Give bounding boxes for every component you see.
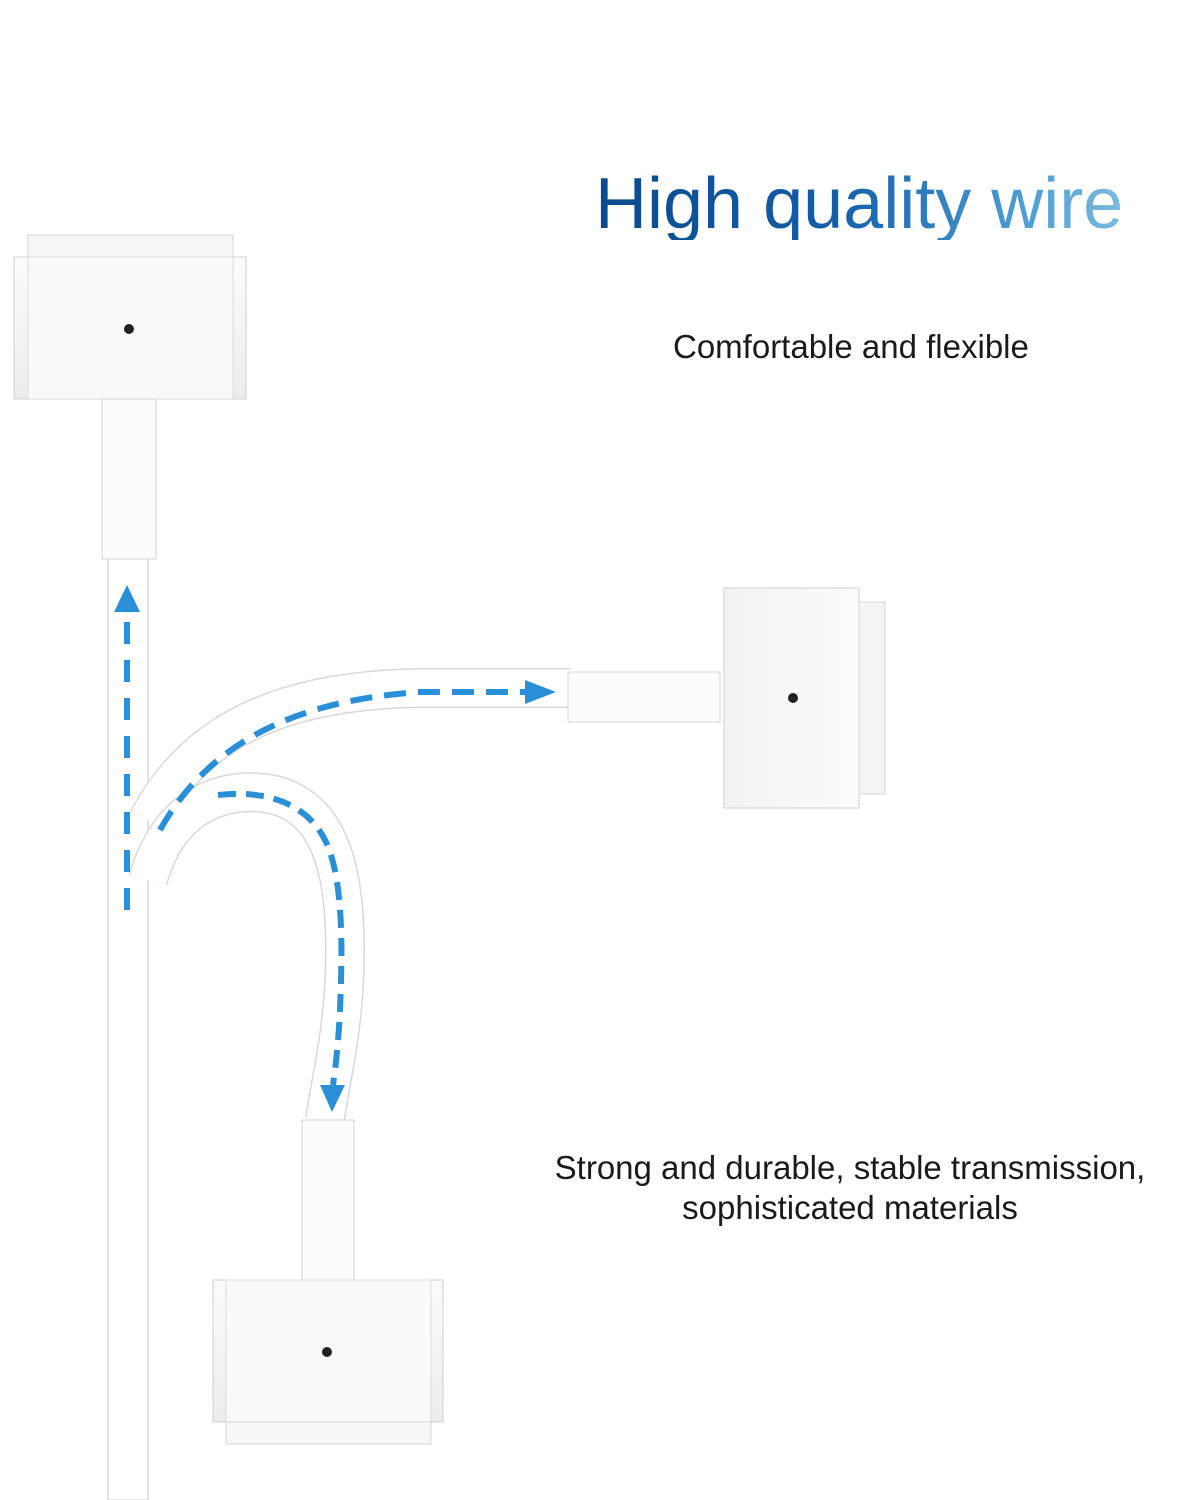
arrow-right <box>157 680 556 832</box>
caption-line-1: Strong and durable, stable transmission, <box>554 1149 1146 1186</box>
branch-cable-down <box>128 772 366 1123</box>
subheadline: Comfortable and flexible <box>673 328 1029 365</box>
connector-bottom <box>212 1119 444 1445</box>
headline: High quality wire <box>595 168 1195 240</box>
arrow-up <box>114 585 140 910</box>
branch-cable-right <box>130 668 570 830</box>
caption-line-2: sophisticated materials <box>682 1189 1018 1226</box>
arrow-down <box>217 790 345 1112</box>
connector-right <box>567 587 886 809</box>
connector-top <box>13 234 247 560</box>
feature-caption: Strong and durable, stable transmission,… <box>505 1148 1195 1228</box>
main-cable <box>107 554 149 1500</box>
